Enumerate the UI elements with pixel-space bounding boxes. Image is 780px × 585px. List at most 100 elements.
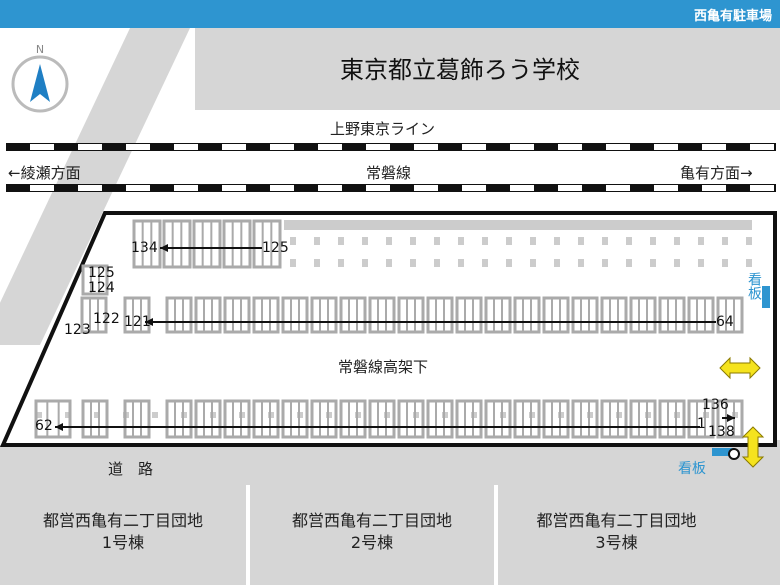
stall-row3 — [252, 399, 280, 439]
main-road — [0, 445, 780, 485]
track-top — [6, 143, 776, 151]
stall-row2 — [687, 296, 715, 334]
stall-row2 — [629, 296, 657, 334]
stall-row3 — [426, 399, 454, 439]
stall-row2 — [716, 296, 744, 334]
row3-dash — [36, 412, 42, 418]
row1-dash — [530, 259, 536, 267]
stall-row2 — [252, 296, 280, 334]
row1-dash — [674, 259, 680, 267]
housing-1-name: 都営西亀有二丁目団地 — [42, 511, 203, 530]
row1-dash — [386, 259, 392, 267]
row1-dash — [458, 259, 464, 267]
row1-dash — [554, 237, 560, 245]
row1-dash — [506, 237, 512, 245]
row1-dash — [674, 237, 680, 245]
stall-row3 — [123, 399, 151, 439]
row1-strip — [284, 220, 752, 230]
row1-dash — [386, 237, 392, 245]
header-bar: 西亀有駐車場 — [0, 0, 780, 28]
row1-dash — [626, 259, 632, 267]
row1-dash — [554, 259, 560, 267]
compass-n: N — [36, 43, 44, 56]
row1-dash — [722, 259, 728, 267]
stall-row2 — [600, 296, 628, 334]
stall-row2 — [339, 296, 367, 334]
stall-row1 — [222, 219, 252, 269]
stall-row2 — [658, 296, 686, 334]
housing-2-building: 2号棟 — [350, 533, 394, 552]
row3-dash — [94, 412, 100, 418]
stall-row3 — [658, 399, 686, 439]
row1-dash — [650, 259, 656, 267]
dir-right-label: 亀有方面→ — [680, 164, 753, 182]
row1-dash — [458, 237, 464, 245]
row1-dash — [482, 237, 488, 245]
stall-136-arrow-head — [727, 414, 735, 422]
stall-row2 — [368, 296, 396, 334]
road-label: 道 路 — [108, 460, 154, 478]
row1-dash — [602, 237, 608, 245]
stall-row3 — [194, 399, 222, 439]
housing-block-1: 都営西亀有二丁目団地 1号棟 — [0, 485, 246, 585]
row1-dash — [698, 237, 704, 245]
stall-row2 — [165, 296, 193, 334]
stall-row3 — [687, 399, 715, 439]
row3-dash — [65, 412, 71, 418]
row3-end-num: 1 — [697, 416, 706, 432]
sign-marker-1 — [762, 286, 770, 308]
dir-left-label: ←綾瀬方面 — [8, 164, 81, 182]
stall-row3 — [571, 399, 599, 439]
stall-row2 — [310, 296, 338, 334]
row1-dash — [698, 259, 704, 267]
stall-row3 — [542, 399, 570, 439]
line-main-label: 常磐線 — [366, 164, 412, 182]
row3-start-num: 62 — [35, 418, 53, 434]
row1-dash — [650, 237, 656, 245]
housing-3-name: 都営西亀有二丁目団地 — [536, 511, 697, 530]
stall-row3 — [339, 399, 367, 439]
row1-dash — [722, 237, 728, 245]
row1-arrow-head — [160, 244, 168, 252]
school-building — [195, 28, 780, 110]
stall-num-136: 136 — [702, 397, 729, 413]
horizontal-double-arrow-icon — [719, 356, 761, 380]
row1-dash — [506, 259, 512, 267]
housing-block-3: 都営西亀有二丁目団地 3号棟 — [498, 485, 735, 585]
stall-row1 — [192, 219, 222, 269]
stall-row3 — [397, 399, 425, 439]
row3-dash — [152, 412, 158, 418]
row1-dash — [530, 237, 536, 245]
stall-row3 — [600, 399, 628, 439]
row1-dash — [314, 259, 320, 267]
stall-row2 — [123, 296, 151, 334]
row1-dash — [338, 259, 344, 267]
entry-point-icon — [728, 448, 740, 460]
row1-start-num: 134 — [131, 240, 158, 256]
stall-row3 — [368, 399, 396, 439]
row1-dash — [746, 237, 752, 245]
row1-dash — [290, 259, 296, 267]
housing-label-2: 都営西亀有二丁目団地 2号棟 — [250, 510, 494, 554]
page-title: 西亀有駐車場 — [693, 9, 772, 24]
stall-row2 — [455, 296, 483, 334]
stall-small — [81, 264, 109, 296]
row1-dash — [434, 259, 440, 267]
stall-num-64: 64 — [716, 314, 734, 330]
row1-dash — [290, 237, 296, 245]
stall-row3 — [165, 399, 193, 439]
stall-row3 — [455, 399, 483, 439]
row2-arrow-head — [145, 318, 153, 326]
row1-dash — [362, 237, 368, 245]
row1-dash — [746, 259, 752, 267]
row1-dash — [410, 237, 416, 245]
row1-dash — [482, 259, 488, 267]
stall-row2 — [426, 296, 454, 334]
row1-dash — [626, 237, 632, 245]
stall-row1 — [132, 219, 162, 269]
stall-row2 — [223, 296, 251, 334]
stall-row2 — [571, 296, 599, 334]
stall-row3 — [223, 399, 251, 439]
